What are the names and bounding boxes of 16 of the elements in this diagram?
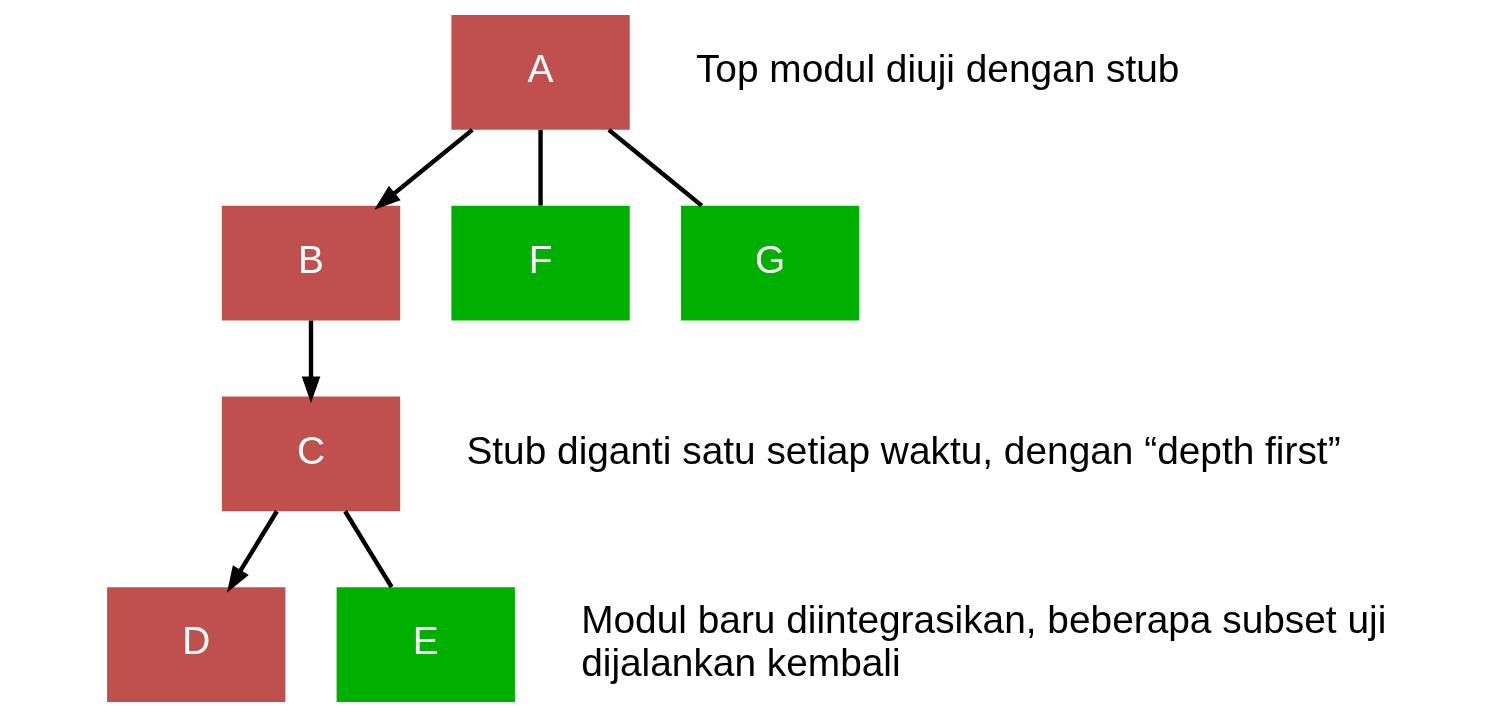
arrow: [301, 320, 321, 403]
label: Modul baru diintegrasikan, beberapa subset uji dijalankan kembali: [581, 598, 1387, 684]
label: Stub diganti satu setiap waktu, dengan “depth first”: [466, 428, 1341, 472]
node-box: G: [680, 205, 860, 321]
node-box: F: [451, 205, 630, 321]
node-box: C: [221, 396, 401, 512]
arrow: [226, 510, 279, 593]
label: Top modul diuji dengan stub: [695, 47, 1180, 91]
connector: [343, 510, 394, 589]
node-box: E: [336, 587, 515, 702]
node-box: B: [221, 205, 401, 321]
node-box: D: [107, 587, 286, 702]
node-box: A: [451, 15, 630, 130]
connector: [607, 128, 704, 208]
connector: [538, 129, 543, 206]
arrow: [374, 128, 474, 210]
